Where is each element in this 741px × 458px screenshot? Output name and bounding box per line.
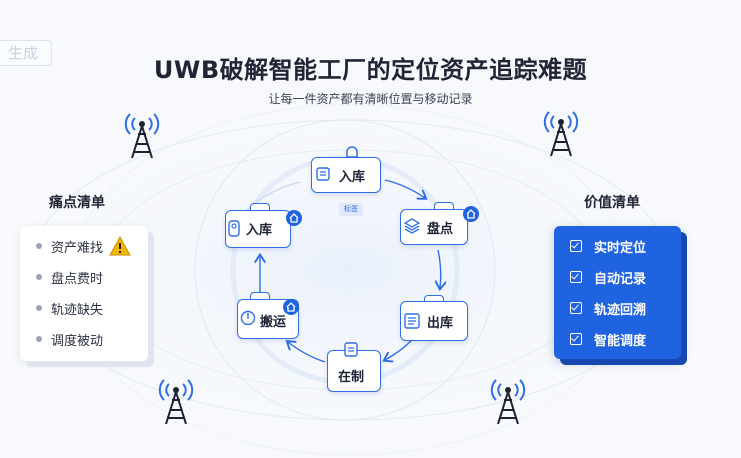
value-item-label: 实时定位 [594,240,647,256]
warning-icon [109,236,131,256]
node-label: 在制 [338,370,365,385]
stack-icon [404,218,420,234]
document-icon [316,167,330,181]
pain-panel-title: 痛点清单 [49,195,105,211]
list-item: 轨迹缺失 [36,297,103,319]
pain-panel: 资产难找 盘点费时 轨迹缺失 调度被动 [20,226,148,361]
list-item: 智能调度 [570,328,646,350]
list-item: 盘点费时 [36,266,103,288]
node-label: 入库 [246,223,273,238]
value-item-label: 智能调度 [594,333,647,349]
tag-icon [228,220,240,237]
list-item: 实时定位 [570,235,646,257]
node-label: 入库 [339,170,366,185]
list-item: 调度被动 [36,328,103,350]
clipboard-icon [344,342,358,357]
pain-item-label: 轨迹缺失 [51,302,104,318]
node-label: 出库 [427,316,454,331]
value-item-label: 自动记录 [594,271,647,287]
list-item: 自动记录 [570,266,646,288]
bullet-icon [36,336,42,342]
uwb-antenna-tower-icon [124,113,160,159]
uwb-antenna-tower-icon [490,379,526,425]
home-badge-icon [283,299,299,315]
value-item-label: 轨迹回溯 [594,302,647,318]
list-item: 轨迹回溯 [570,297,646,319]
pain-item-label: 调度被动 [51,333,104,349]
value-panel-title: 价值清单 [584,195,640,211]
pain-item-label: 盘点费时 [51,271,104,287]
bullet-icon [36,274,42,280]
tag-label: 标签 [339,203,363,216]
uwb-antenna-tower-icon [158,379,194,425]
bullet-icon [36,243,42,249]
node-label: 盘点 [427,222,454,237]
page-title: UWB破解智能工厂的定位资产追踪难题 [153,56,588,84]
page-subtitle: 让每一件资产都有清晰位置与移动记录 [268,92,473,106]
bell-tab-icon [346,146,358,158]
checkbox-icon [570,333,582,345]
uwb-antenna-tower-icon [543,111,579,157]
home-badge-icon [286,210,302,226]
document-icon [404,313,420,329]
checkbox-icon [570,271,582,283]
power-icon [240,310,256,326]
list-item: 资产难找 [36,235,131,257]
value-panel: 实时定位 自动记录 轨迹回溯 智能调度 [554,226,681,359]
node-label: 搬运 [260,315,287,330]
pain-item-label: 资产难找 [51,240,104,256]
bullet-icon [36,305,42,311]
checkbox-icon [570,302,582,314]
checkbox-icon [570,240,582,252]
watermark: 生成 [0,40,52,66]
home-badge-icon [463,206,479,222]
